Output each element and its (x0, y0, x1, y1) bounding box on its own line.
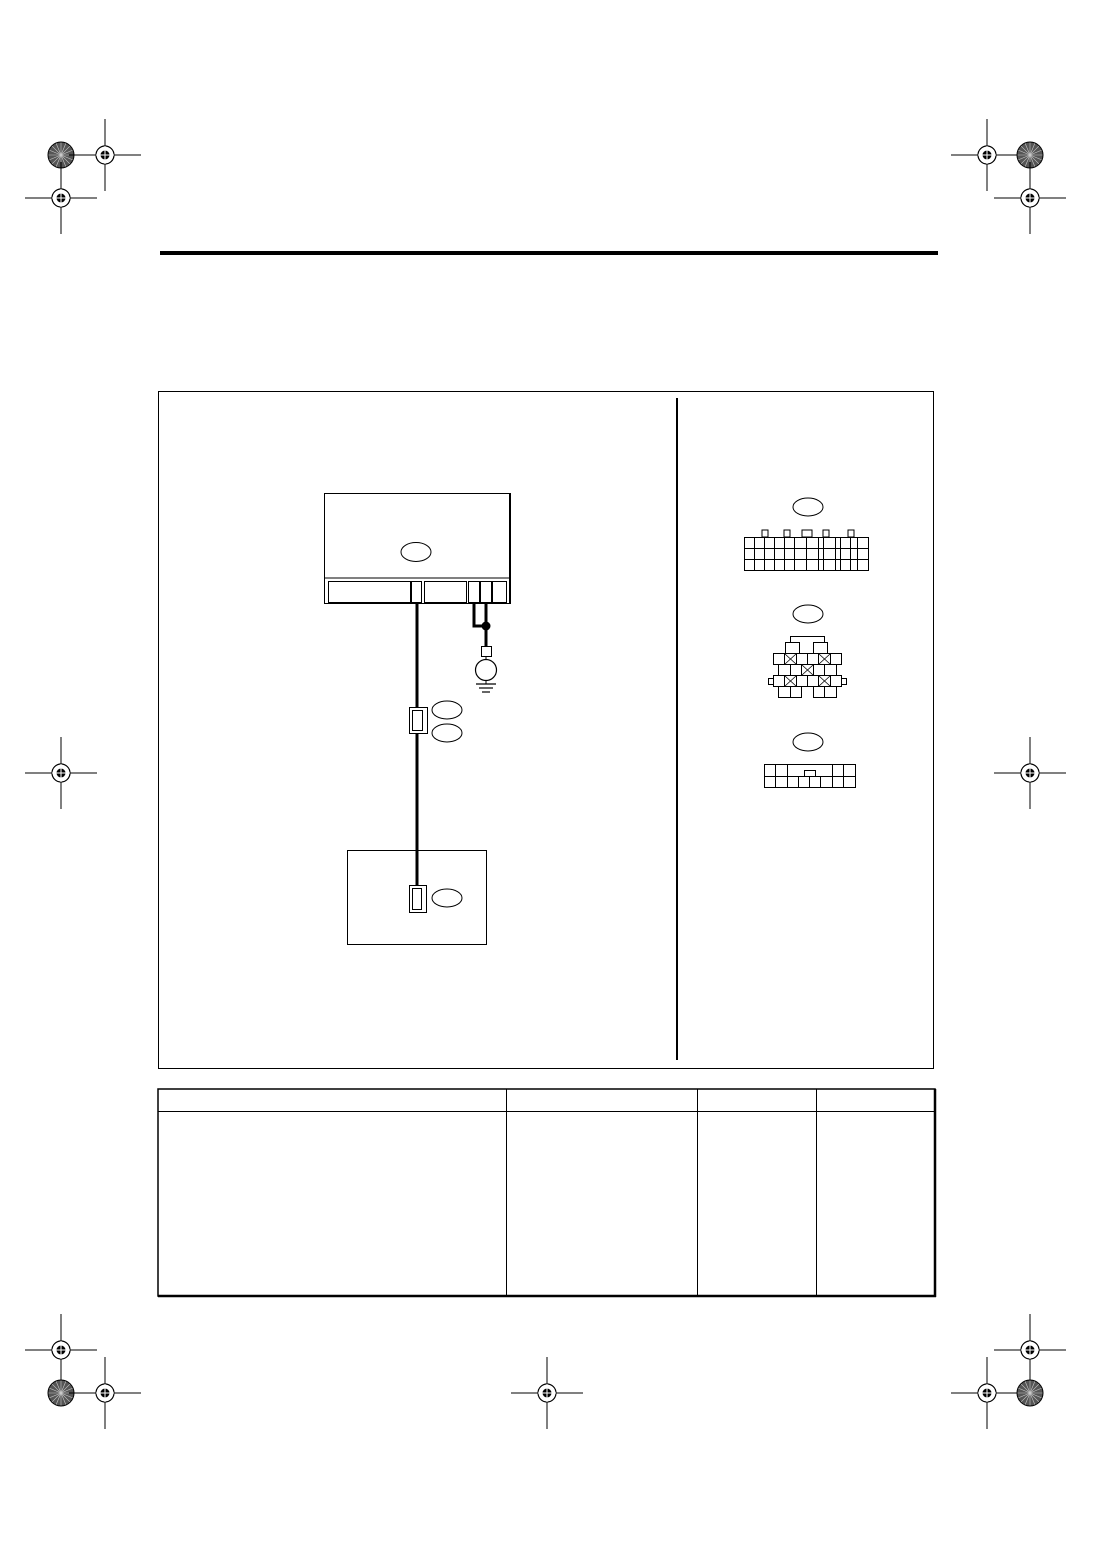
wiring-diagram (324, 493, 511, 945)
inline-connector-badge-2 (431, 723, 463, 743)
registration-marks (24, 118, 1067, 1430)
data-table (157, 1088, 937, 1298)
crosshair-icon (24, 161, 98, 235)
unit-a-badge (400, 542, 432, 562)
crosshair-icon (950, 1356, 1024, 1430)
connector-view-1-badge (792, 497, 824, 517)
control-unit-a (324, 493, 511, 604)
connector-view-3-badge (792, 732, 824, 752)
crosshair-icon (993, 161, 1067, 235)
ground-branch (472, 603, 498, 693)
crosshair-icon (68, 1356, 142, 1430)
crosshair-icon (510, 1356, 584, 1430)
connector-view-1 (744, 497, 869, 571)
inline-connector-badge-1 (431, 700, 463, 720)
connector-view-3 (764, 732, 856, 788)
control-unit-b (347, 850, 487, 945)
diagram-frame (158, 391, 934, 1069)
crosshair-icon (993, 736, 1067, 810)
inline-connector (409, 700, 463, 743)
crosshair-icon (950, 118, 1024, 192)
unit-b-connector-badge (431, 888, 463, 908)
crosshair-icon (24, 1313, 98, 1387)
ground-terminal-icon (474, 658, 498, 682)
connector-views (744, 497, 869, 788)
connector-view-2 (768, 604, 847, 698)
header-rule (160, 251, 938, 255)
connector-view-2-badge (792, 604, 824, 624)
sunburst-icon (1016, 1379, 1044, 1407)
crosshair-icon (993, 1313, 1067, 1387)
crosshair-icon (68, 118, 142, 192)
crosshair-icon (24, 736, 98, 810)
